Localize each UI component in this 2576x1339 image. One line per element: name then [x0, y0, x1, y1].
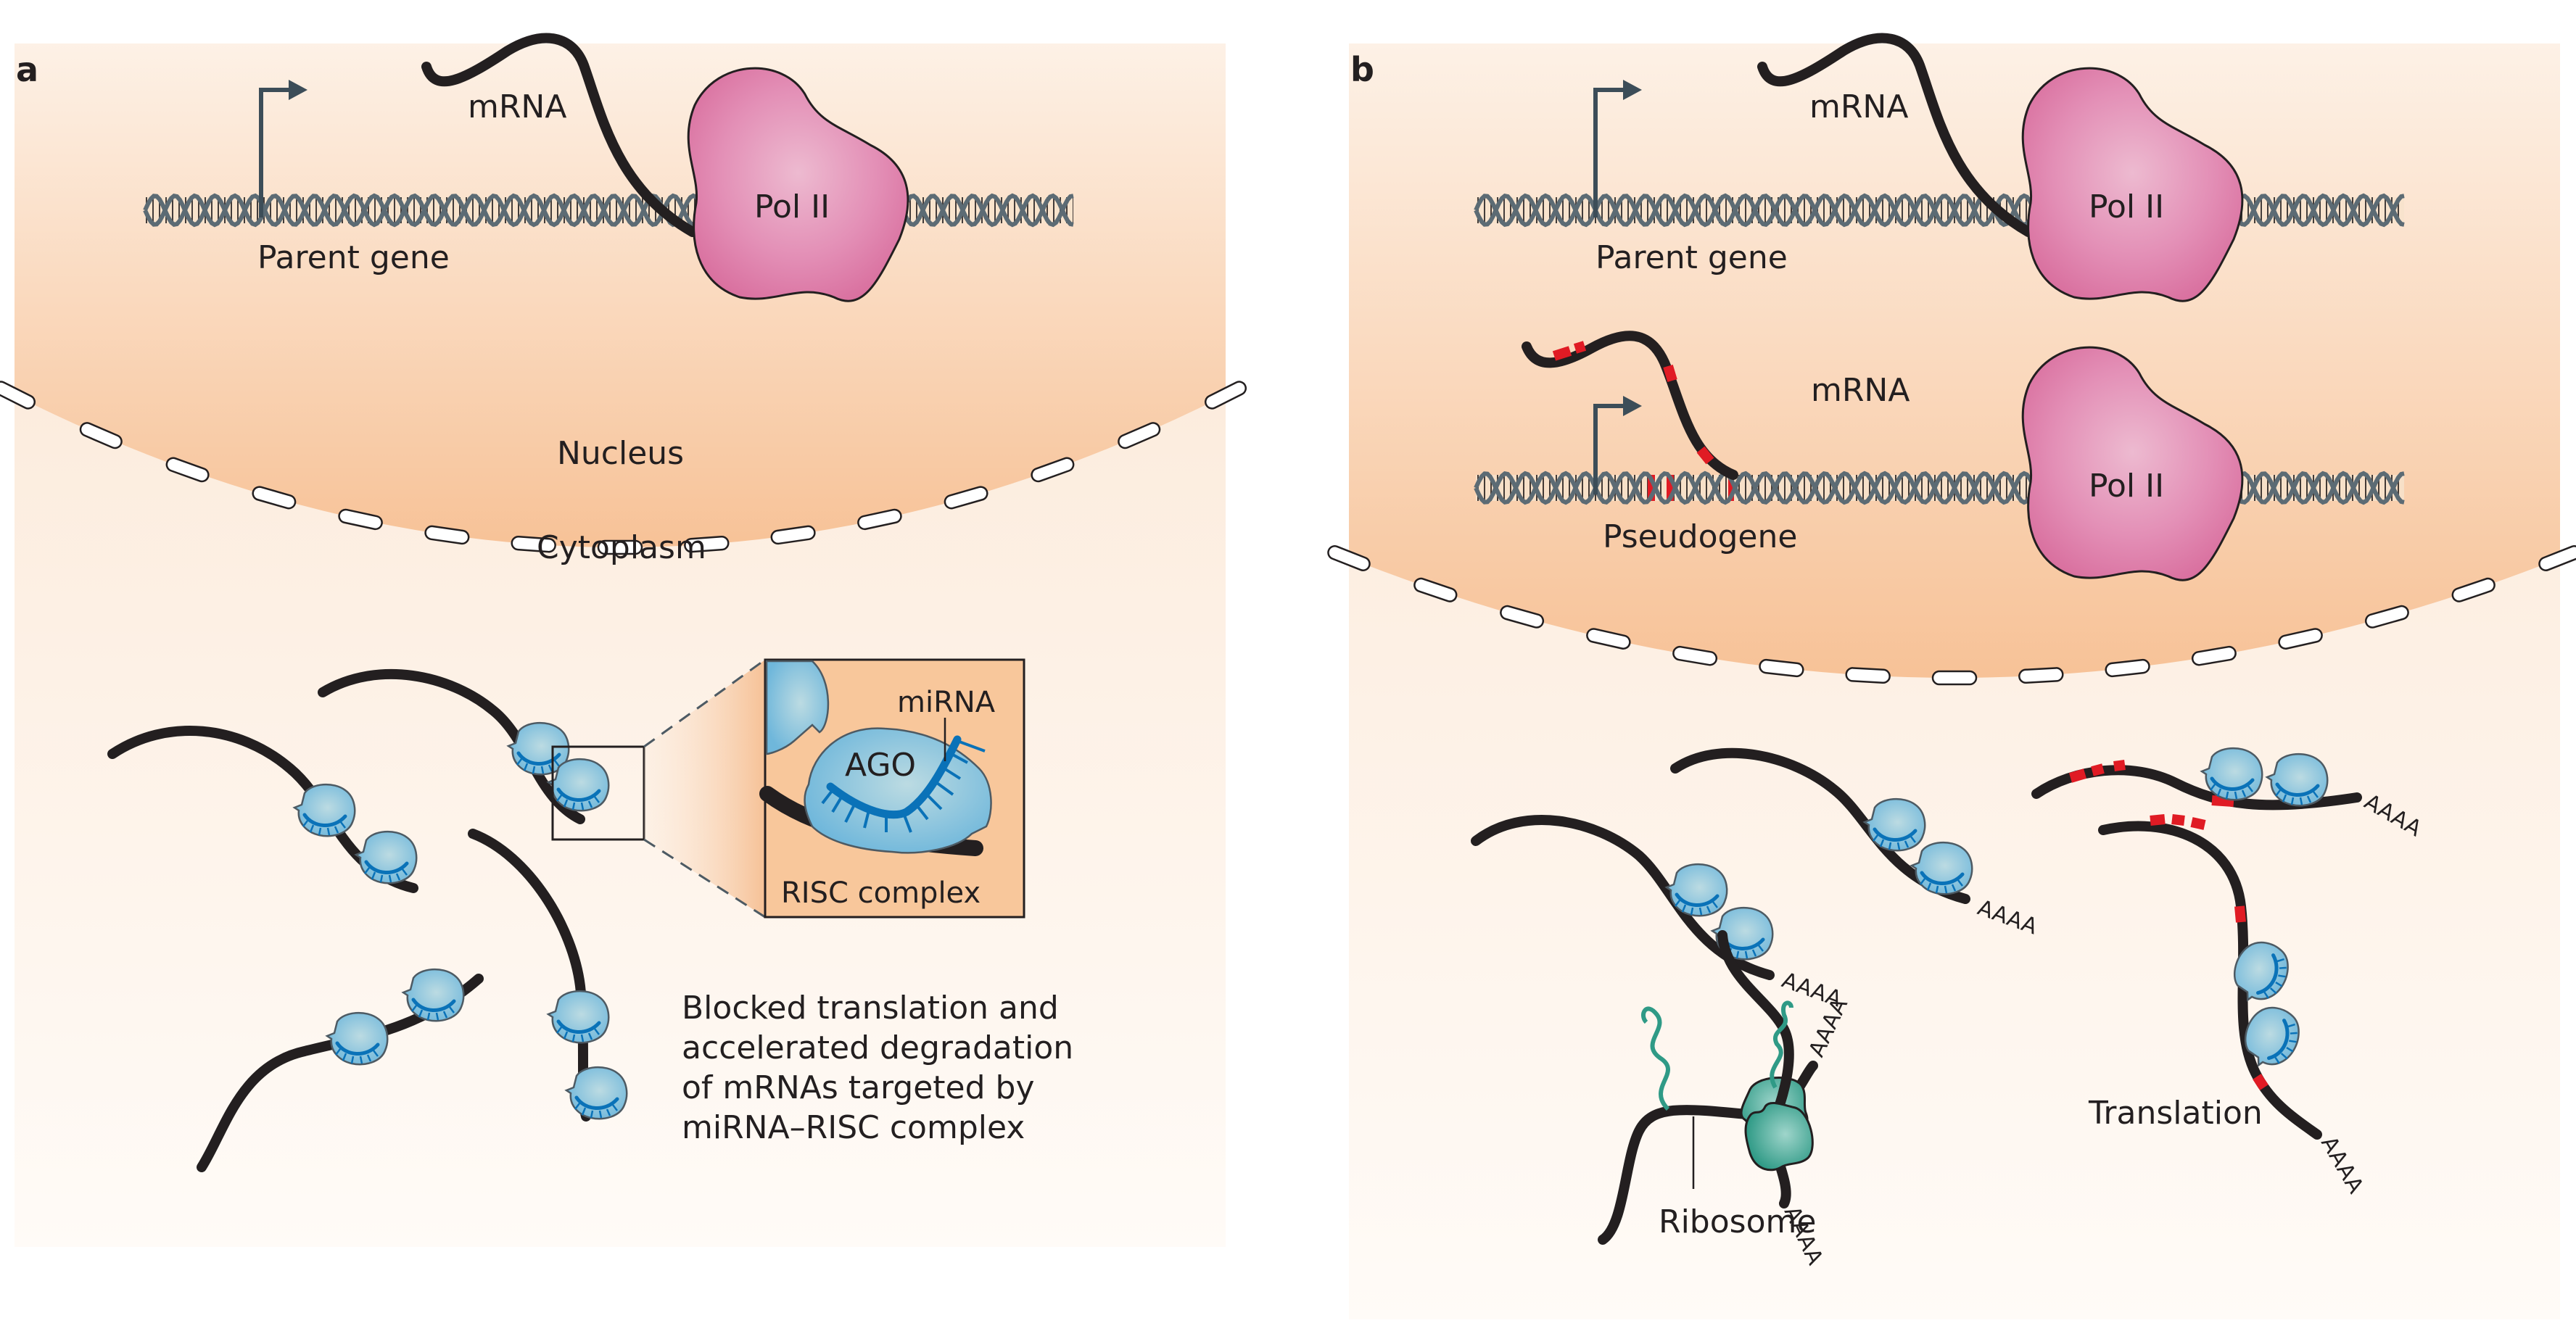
panel-b-parent-promoter-arrow-icon [1593, 80, 1642, 217]
membrane-segment [770, 525, 816, 545]
risc-complex-label: RISC complex [781, 876, 981, 910]
membrane-segment [1759, 658, 1804, 678]
membrane-segment [857, 508, 902, 531]
panel-a-targeted-mrnas [107, 669, 645, 1172]
panel-a-dna-helix [143, 193, 1074, 228]
membrane-segment [1118, 422, 1161, 449]
membrane-segment [2105, 658, 2150, 678]
svg-text:accelerated degradation: accelerated degradation [682, 1029, 1073, 1066]
membrane-segment [2018, 667, 2064, 684]
membrane-segment [2364, 605, 2409, 629]
risc-inset: miRNA AGO RISC complex [643, 658, 1025, 919]
membrane-segment [944, 486, 988, 510]
panel-b-pseudogene-pol-ii-label: Pol II [2089, 468, 2164, 505]
panel-a: a Parent gene mRNA Pol II Nucleus Cytopl… [0, 33, 1247, 1247]
membrane-segment [1586, 628, 1631, 650]
panel-b-cytoplasm-mrnas: AAAA AAAA AAAA AAAA [1471, 748, 2426, 1269]
translation-label: Translation [2088, 1095, 2263, 1132]
membrane-segment [1204, 381, 1247, 410]
panel-a-promoter-arrow-icon [259, 80, 307, 217]
membrane-segment [1672, 645, 1718, 666]
panel-b-parent-mrna-label: mRNA [1809, 88, 1908, 125]
panel-b-pseudogene-label: Pseudogene [1603, 518, 1797, 555]
membrane-segment [1500, 605, 1545, 629]
panel-a-mrna-label: mRNA [468, 88, 566, 125]
svg-text:Blocked translation and: Blocked translation and [682, 990, 1059, 1027]
panel-b-pseudogene-mrna [1522, 331, 1738, 480]
membrane-segment [165, 457, 210, 483]
panel-a-pol-ii-label: Pol II [754, 188, 830, 225]
panel-a-caption: Blocked translation and accelerated degr… [682, 990, 1073, 1146]
svg-text:of mRNAs targeted by: of mRNAs targeted by [682, 1069, 1035, 1106]
membrane-segment [424, 525, 470, 545]
ribosome-label: Ribosome [1659, 1203, 1816, 1240]
panel-b-pseudogene-promoter-arrow-icon [1593, 396, 1642, 494]
panel-b-parent-mrna [1757, 33, 2034, 237]
panel-a-nuclear-membrane [0, 381, 1247, 555]
membrane-segment [2191, 645, 2237, 666]
membrane-segment [0, 381, 36, 410]
svg-text:miRNA–RISC complex: miRNA–RISC complex [682, 1109, 1025, 1146]
membrane-segment [1845, 667, 1891, 684]
membrane-segment [338, 508, 383, 531]
panel-b-pseudogene-pol-ii [2021, 346, 2244, 581]
panel-b-pseudogene-dna-helix [1474, 470, 2405, 505]
panel-b-parent-pol-ii-label: Pol II [2089, 188, 2164, 225]
panel-b-parent-pol-ii [2021, 67, 2244, 302]
membrane-segment [79, 422, 123, 449]
membrane-segment [2278, 628, 2323, 650]
mirna-label: miRNA [897, 686, 996, 719]
panel-b-nuclear-membrane [1327, 545, 2576, 686]
panel-b: b Parent gene mRNA Pol II Pseud [1327, 33, 2576, 1319]
membrane-segment [684, 535, 730, 553]
membrane-segment [597, 539, 643, 555]
panel-b-parent-gene-label: Parent gene [1595, 239, 1788, 276]
membrane-segment [1413, 577, 1458, 602]
panel-a-nucleus-label: Nucleus [557, 435, 684, 472]
membrane-segment [1931, 670, 1978, 686]
panel-a-letter: a [16, 50, 38, 89]
membrane-segment [252, 486, 297, 510]
membrane-segment [2538, 545, 2576, 571]
panel-a-cytoplasm-label: Cytoplasm [537, 529, 706, 566]
membrane-segment [2451, 577, 2496, 602]
panel-b-parent-dna-helix [1474, 193, 2405, 228]
panel-a-nucleus [15, 43, 1226, 547]
panel-a-nascent-mrna [421, 33, 698, 237]
panel-a-parent-gene-label: Parent gene [257, 239, 450, 276]
ago-label: AGO [845, 747, 916, 784]
panel-b-letter: b [1350, 50, 1374, 89]
membrane-segment [1327, 545, 1371, 571]
membrane-segment [1031, 457, 1075, 483]
panel-b-pseudogene-mrna-label: mRNA [1811, 372, 1910, 409]
panel-a-pol-ii [687, 67, 909, 302]
membrane-segment [511, 535, 556, 553]
